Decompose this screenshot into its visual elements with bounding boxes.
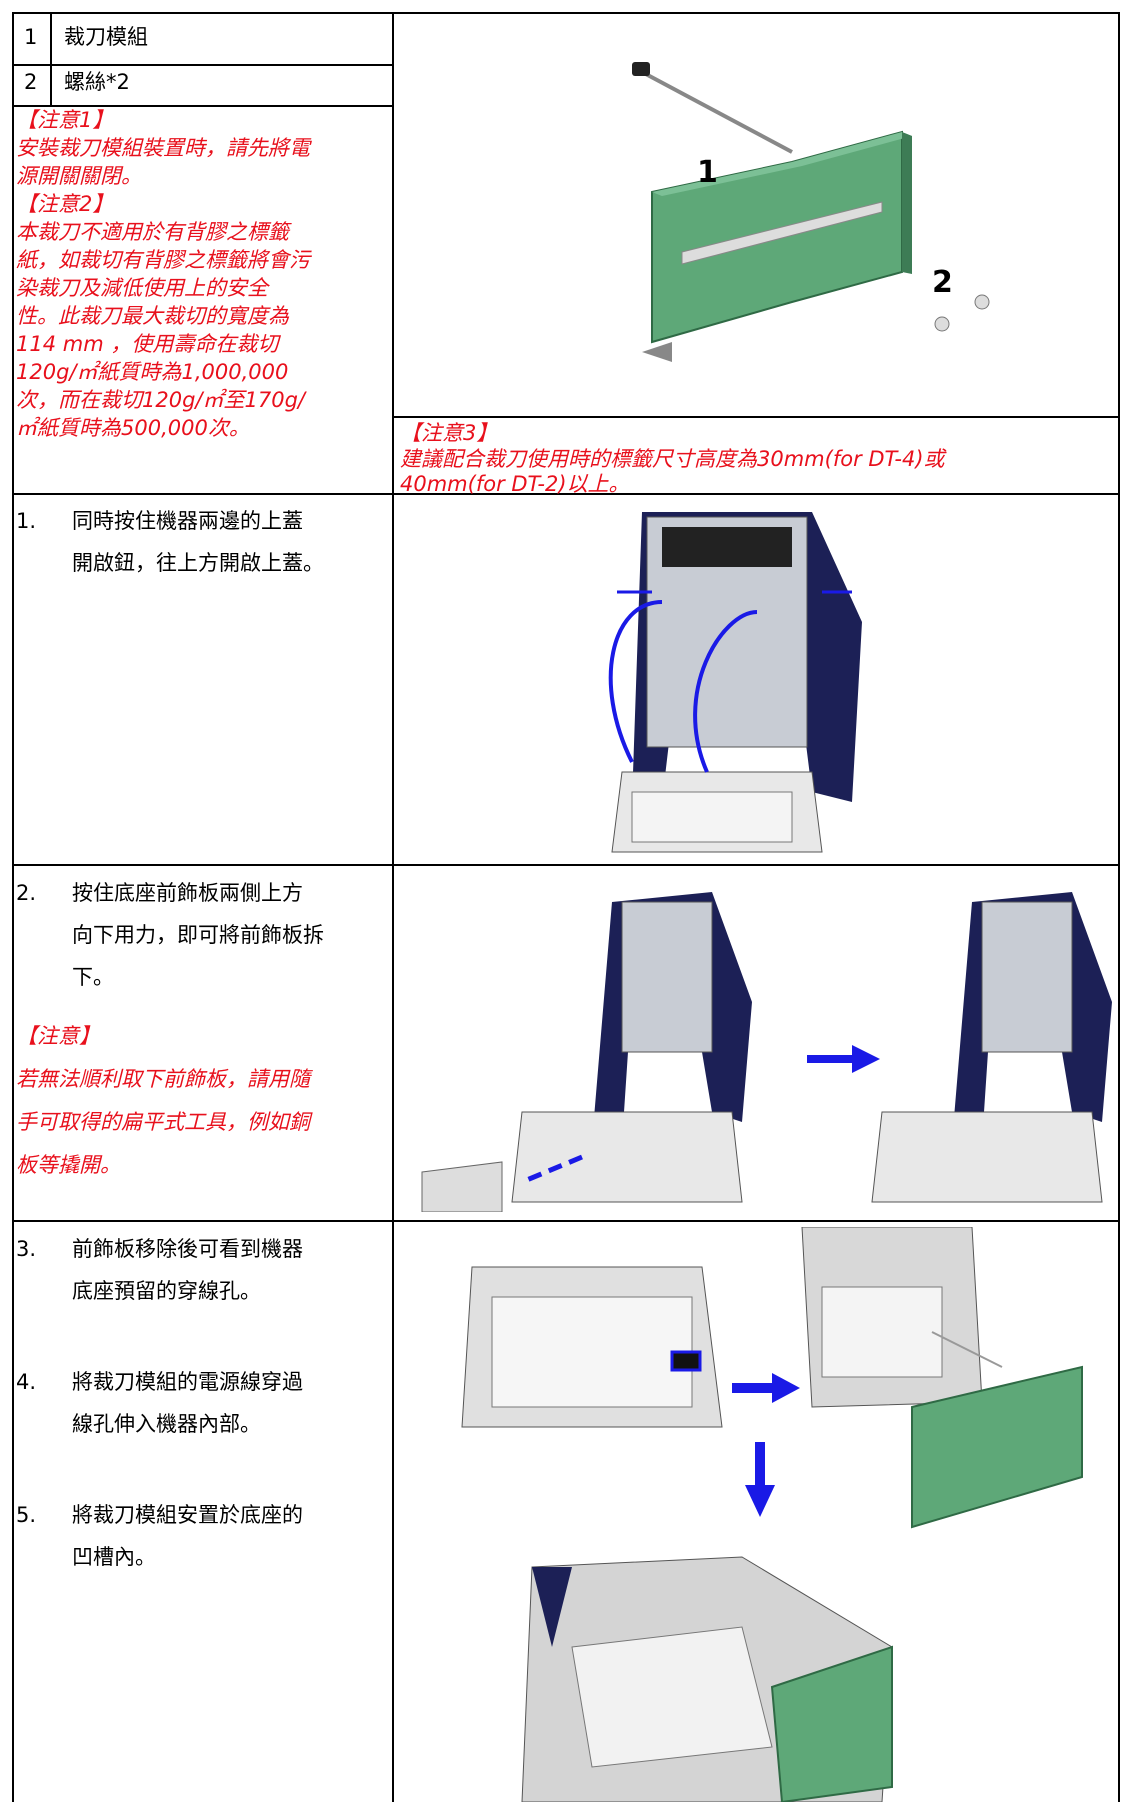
note-line: 源開關關閉。 — [16, 164, 142, 188]
step-number: 3. — [16, 1237, 37, 1261]
step-2-note-line: 板等撬開。 — [16, 1153, 121, 1177]
cutter-label: 1 — [697, 155, 718, 190]
step-line: 向下用力，即可將前飾板拆 — [72, 923, 324, 947]
parts-number-divider — [50, 12, 52, 107]
step-number: 2. — [16, 881, 37, 905]
step-line: 底座預留的穿線孔。 — [72, 1279, 261, 1303]
screws-label: 2 — [932, 265, 953, 300]
step-line: 線孔伸入機器內部。 — [72, 1412, 261, 1436]
note-line: 紙，如裁切有背膠之標籤將會污 — [16, 248, 310, 272]
table-column-divider — [392, 12, 394, 1802]
table-border-left — [12, 12, 14, 1802]
row-divider-part2 — [12, 105, 394, 107]
step-number: 1. — [16, 509, 37, 533]
note-line: 120g/㎡紙質時為1,000,000 — [16, 360, 289, 384]
note-title: 【注意1】 — [16, 108, 114, 132]
installation-document: 1 裁刀模組 2 螺絲*2 【注意1】 安裝裁刀模組裝置時，請先將電 源開關關閉… — [12, 12, 1120, 1802]
row-divider-step3 — [12, 1220, 1120, 1222]
step-number: 4. — [16, 1370, 37, 1394]
row-divider-part1 — [12, 64, 394, 66]
row-divider-step1 — [12, 493, 1120, 495]
note-line: 建議配合裁刀使用時的標籤尺寸高度為30mm(for DT-4)或 — [400, 447, 945, 471]
step-line: 開啟鈕，往上方開啟上蓋。 — [72, 551, 324, 575]
part-name: 裁刀模組 — [64, 25, 148, 49]
table-border-top — [12, 12, 1120, 14]
note-line: 114 mm ，使用壽命在裁切 — [16, 332, 279, 356]
note-title: 【注意2】 — [16, 192, 114, 216]
part-name: 螺絲*2 — [64, 70, 130, 94]
note-line: 40mm(for DT-2)以上。 — [400, 472, 630, 496]
part-number: 1 — [24, 25, 38, 49]
step-2-note-title: 【注意】 — [16, 1024, 100, 1048]
row-divider-note3 — [394, 416, 1120, 418]
part-number: 2 — [24, 70, 38, 94]
note-line: 性。此裁刀最大裁切的寬度為 — [16, 304, 289, 328]
step-line: 下。 — [72, 965, 114, 989]
note-line: 本裁刀不適用於有背膠之標籤 — [16, 220, 289, 244]
step-2-note-line: 手可取得的扁平式工具，例如銅 — [16, 1110, 310, 1134]
note-line: 安裝裁刀模組裝置時，請先將電 — [16, 136, 310, 160]
step-line: 將裁刀模組的電源線穿過 — [72, 1370, 303, 1394]
open-cover-figure — [608, 512, 862, 853]
step-line: 將裁刀模組安置於底座的 — [72, 1503, 303, 1527]
step-line: 前飾板移除後可看到機器 — [72, 1237, 303, 1261]
remove-front-panel-figure — [421, 892, 1112, 1212]
cutter-module-figure: 1 2 — [632, 62, 990, 362]
step-number: 5. — [16, 1503, 37, 1527]
note-title: 【注意3】 — [400, 421, 498, 445]
install-cutter-figure — [461, 1227, 1083, 1802]
note-line: 次，而在裁切120g/㎡至170g/ — [16, 388, 305, 412]
step-line: 按住底座前飾板兩側上方 — [72, 881, 303, 905]
step-line: 同時按住機器兩邊的上蓋 — [72, 509, 303, 533]
step-2-note-line: 若無法順利取下前飾板，請用隨 — [16, 1067, 310, 1091]
note-line: 染裁刀及減低使用上的安全 — [16, 276, 268, 300]
note-line: ㎡紙質時為500,000次。 — [16, 416, 250, 440]
step-line: 凹槽內。 — [72, 1545, 156, 1569]
row-divider-step2 — [12, 864, 1120, 866]
table-border-right — [1118, 12, 1120, 1802]
